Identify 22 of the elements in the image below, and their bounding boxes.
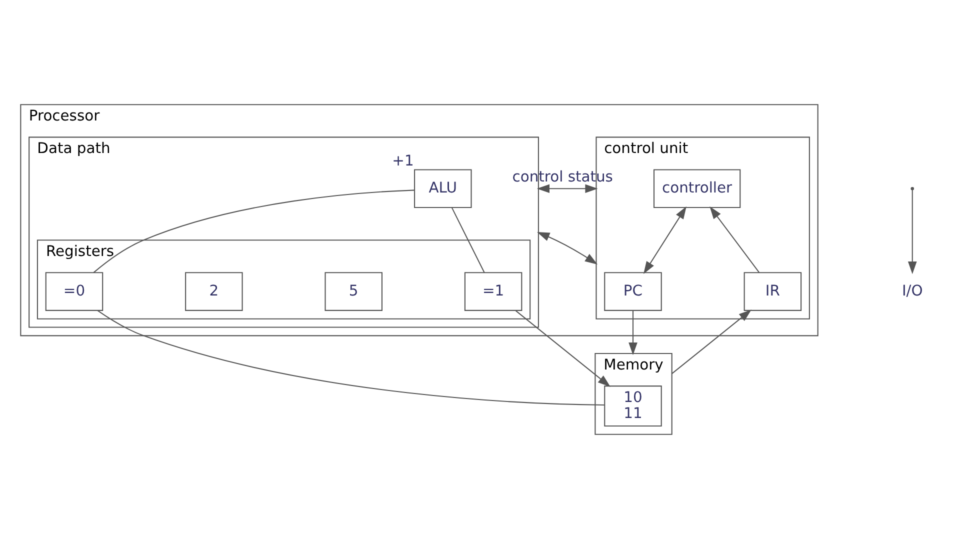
arrow [710, 206, 760, 272]
node-box: IR [744, 272, 802, 310]
node-box: ALU [414, 168, 472, 208]
connector [97, 310, 604, 406]
connector [93, 189, 414, 272]
node-box: =0 [45, 272, 104, 310]
arrow [644, 206, 686, 274]
connector [451, 206, 485, 272]
arrow [628, 310, 638, 355]
node-label: +1 [392, 152, 414, 170]
arrow [537, 231, 598, 264]
arrow [672, 309, 752, 374]
arrow [536, 184, 598, 193]
node-box: 2 [185, 272, 243, 310]
node-box: =1 [464, 272, 522, 310]
node-text: I/O [902, 282, 923, 299]
node-box: 5 [324, 272, 382, 310]
node-box: PC [604, 272, 662, 310]
arrow [515, 310, 610, 386]
node-box: 10 11 [604, 385, 662, 426]
node-box: controller [653, 168, 741, 208]
arrow [908, 189, 917, 274]
